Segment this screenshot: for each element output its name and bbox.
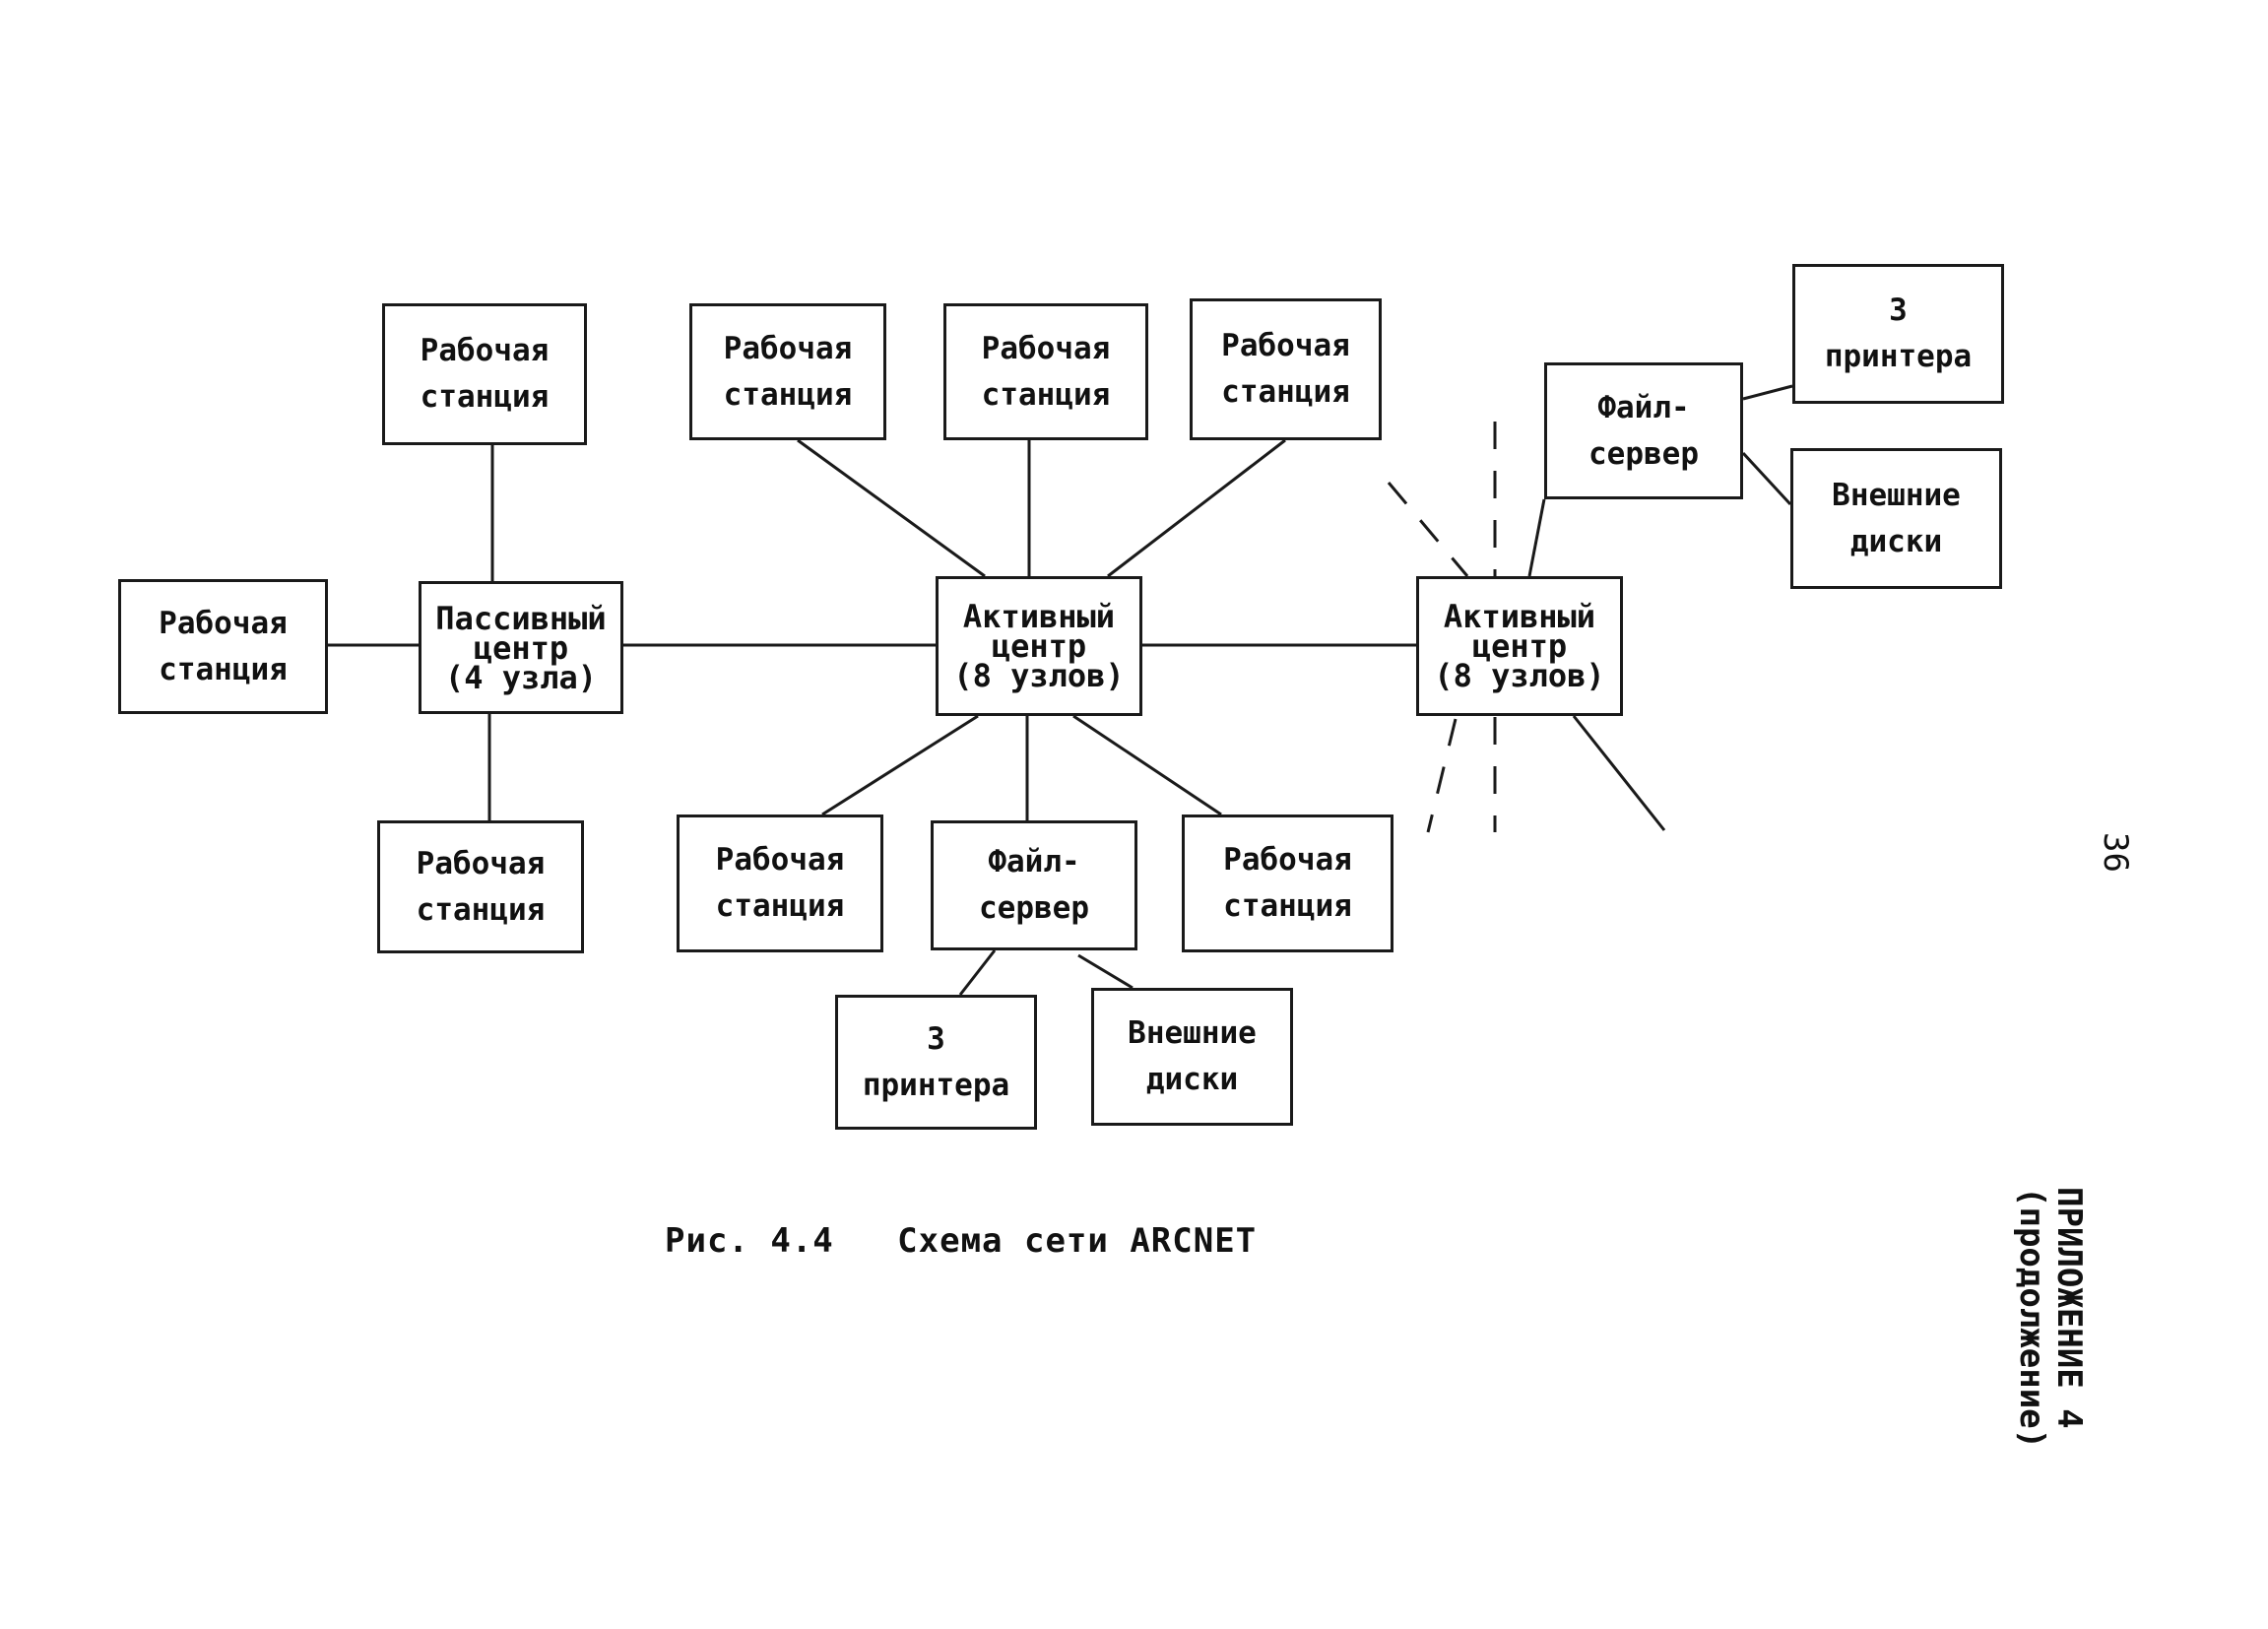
workstation-node: Рабочая станция xyxy=(377,820,584,953)
page-number: 36 xyxy=(2096,832,2135,873)
dashed-break-line xyxy=(1387,482,1469,577)
file-server-node: Файл- сервер xyxy=(931,820,1137,950)
passive-hub-node: Пассивный центр (4 узла) xyxy=(419,581,623,714)
file-server-node: Файл- сервер xyxy=(1544,362,1743,499)
appendix-note: (продолжение) xyxy=(2012,1187,2051,1450)
workstation-node: Рабочая станция xyxy=(1190,298,1382,440)
connector-line xyxy=(797,438,986,578)
appendix-title: ПРИЛОЖЕНИЕ 4 xyxy=(2049,1187,2089,1429)
figure-caption: Рис. 4.4 Схема сети ARCNET xyxy=(665,1221,1258,1261)
connector-line xyxy=(1072,714,1222,816)
dashed-break-line xyxy=(1426,718,1458,833)
workstation-node: Рабочая станция xyxy=(943,303,1148,440)
printers-node: 3 принтера xyxy=(835,995,1037,1130)
workstation-node: Рабочая станция xyxy=(689,303,886,440)
workstation-node: Рабочая станция xyxy=(677,814,883,952)
connector-line xyxy=(1741,451,1792,506)
connector-line xyxy=(1572,715,1666,831)
connector-line xyxy=(958,949,997,996)
connector-line xyxy=(1527,498,1546,577)
workstation-node: Рабочая станция xyxy=(1182,814,1393,952)
connector-line xyxy=(821,714,979,816)
active-hub-node: Активный центр (8 узлов) xyxy=(936,576,1142,716)
workstation-node: Рабочая станция xyxy=(118,579,328,714)
connector-line xyxy=(1077,953,1134,990)
connector-line xyxy=(1107,438,1286,578)
workstation-node: Рабочая станция xyxy=(382,303,587,445)
external-disks-node: Внешние диски xyxy=(1790,448,2002,589)
external-disks-node: Внешние диски xyxy=(1091,988,1293,1126)
active-hub-node: Активный центр (8 узлов) xyxy=(1416,576,1623,716)
connector-line xyxy=(1742,384,1793,401)
appendix-label: ПРИЛОЖЕНИЕ 4 (продолжение) xyxy=(2012,1187,2089,1449)
printers-node: 3 принтера xyxy=(1792,264,2004,404)
